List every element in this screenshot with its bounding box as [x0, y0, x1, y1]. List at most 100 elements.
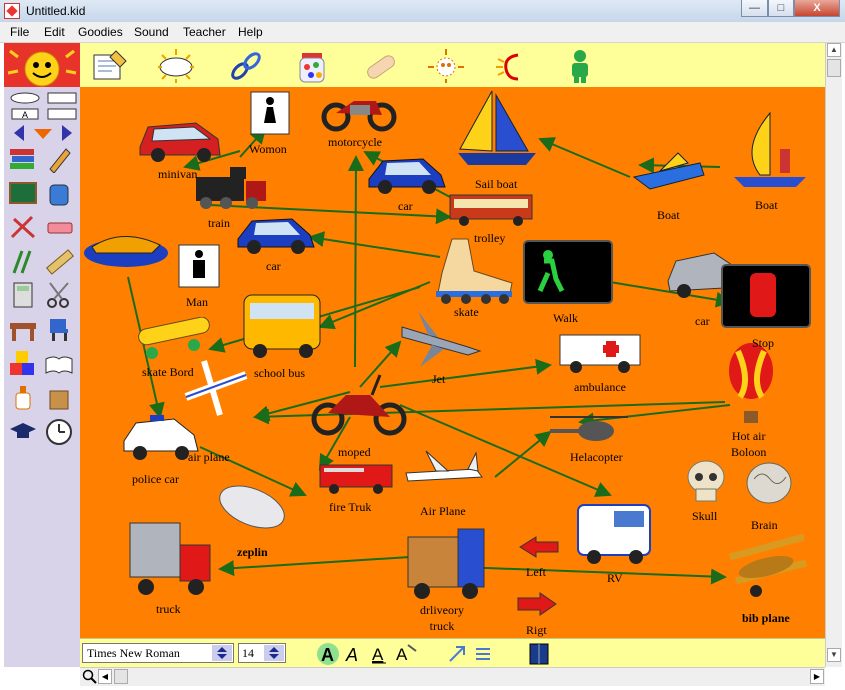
node-label-zeplin[interactable]: zeplin [237, 545, 268, 559]
node-label-minivan[interactable]: minivan [158, 167, 198, 181]
node-label-sail-boat[interactable]: Sail boat [475, 177, 518, 191]
close-button[interactable]: X [794, 0, 840, 17]
node-label-air-plane[interactable]: Air Plane [420, 504, 466, 518]
node-label-motorcycle[interactable]: motorcycle [328, 135, 382, 149]
glue-bottle-icon[interactable] [8, 383, 38, 411]
rv-icon[interactable] [574, 501, 656, 569]
bold-text-icon[interactable]: A [321, 645, 334, 665]
node-label-brain[interactable]: Brain [751, 518, 778, 532]
menu-sound[interactable]: Sound [134, 25, 169, 39]
face-icon[interactable] [426, 47, 466, 83]
police-car-icon[interactable] [120, 413, 202, 461]
car-mid-icon[interactable] [234, 213, 320, 257]
fire-truck-icon[interactable] [316, 461, 396, 495]
skull-icon[interactable] [684, 459, 728, 503]
backpack-icon[interactable] [44, 179, 74, 207]
link-line[interactable] [218, 556, 411, 577]
graduation-cap-icon[interactable] [8, 417, 38, 445]
link-line[interactable] [359, 340, 402, 388]
node-label-stop[interactable]: Stop [752, 336, 775, 350]
air-plane-icon[interactable] [402, 449, 486, 491]
arrow-style-icon[interactable] [449, 646, 465, 662]
scroll-thumb[interactable] [827, 59, 841, 77]
jet-icon[interactable] [398, 307, 484, 369]
desk-icon[interactable] [8, 315, 38, 343]
node-label-car-mid[interactable]: car [266, 259, 281, 273]
node-label-skate-bord[interactable]: skate Bord [142, 365, 194, 379]
stop-signal-icon[interactable] [720, 263, 812, 329]
menu-goodies[interactable]: Goodies [78, 25, 123, 39]
font-select[interactable]: Times New Roman [82, 643, 234, 663]
link-line[interactable] [459, 566, 727, 585]
link-line[interactable] [199, 446, 307, 497]
small-airplane-icon[interactable] [180, 357, 254, 419]
car-top-icon[interactable] [365, 153, 450, 197]
woman-sign-icon[interactable] [250, 91, 290, 135]
link-line[interactable] [183, 150, 241, 171]
eraser-icon[interactable] [44, 213, 74, 241]
chair-icon[interactable] [44, 315, 74, 343]
school-bus-icon[interactable] [240, 291, 326, 361]
node-label-hot-air-boloon[interactable]: Hot air Boloon [731, 429, 767, 459]
node-label-car-right[interactable]: car [695, 314, 710, 328]
ruler-icon[interactable] [44, 247, 74, 275]
kidspiration-logo[interactable] [4, 43, 80, 87]
node-label-helacopter[interactable]: Helacopter [570, 450, 623, 464]
node-label-police-car[interactable]: police car [132, 472, 179, 486]
bandage-icon[interactable] [360, 47, 400, 83]
link-line[interactable] [319, 416, 351, 471]
underline-text-icon[interactable]: A [372, 645, 384, 664]
node-label-boat-1[interactable]: Boat [657, 208, 680, 222]
helicopter-icon[interactable] [546, 413, 632, 449]
node-label-skate[interactable]: skate [454, 305, 479, 319]
minimize-button[interactable]: — [741, 0, 768, 17]
link-line[interactable] [638, 157, 721, 174]
font-stepper-icon[interactable] [212, 645, 232, 661]
motorcycle-icon[interactable] [320, 87, 400, 132]
maximize-button[interactable]: □ [768, 0, 794, 17]
zoom-icon[interactable] [82, 669, 98, 685]
color-swatch-icon[interactable] [528, 642, 550, 666]
boat-sail-icon[interactable] [730, 109, 810, 191]
node-label-rigt[interactable]: Rigt [526, 623, 547, 637]
menu-help[interactable]: Help [238, 25, 263, 39]
menu-edit[interactable]: Edit [44, 25, 65, 39]
man-sign-icon[interactable] [178, 244, 220, 288]
link-style-buttons[interactable] [446, 643, 496, 665]
books-icon[interactable] [8, 145, 38, 173]
line-style-icon[interactable] [476, 648, 490, 660]
paper-bag-icon[interactable] [44, 383, 74, 411]
node-label-truck[interactable]: truck [156, 602, 181, 616]
art-tools-icon[interactable] [8, 213, 38, 241]
node-label-fire-truk[interactable]: fire Truk [329, 500, 372, 514]
ellipse-shape-icon[interactable] [156, 47, 196, 83]
zeppelin-icon[interactable] [214, 483, 296, 539]
delivery-truck-icon[interactable] [404, 523, 488, 601]
menu-teacher[interactable]: Teacher [183, 25, 226, 39]
link-line[interactable] [253, 391, 351, 422]
pencil-icon[interactable] [44, 145, 74, 173]
calculator-icon[interactable] [8, 281, 38, 309]
horizontal-scrollbar[interactable]: ◀ ▶ [80, 667, 825, 686]
size-select[interactable]: 14 [238, 643, 286, 663]
node-label-school-bus[interactable]: school bus [254, 366, 305, 380]
speedboat-icon[interactable] [630, 145, 710, 195]
truck-icon[interactable] [126, 515, 216, 599]
futuristic-car-icon[interactable] [82, 221, 170, 271]
node-label-walk[interactable]: Walk [553, 311, 579, 325]
link-line[interactable] [347, 155, 364, 368]
open-book-icon[interactable] [44, 349, 74, 377]
text-tool-icon[interactable]: A [22, 110, 28, 120]
size-stepper-icon[interactable] [264, 645, 284, 661]
walk-signal-icon[interactable] [522, 239, 614, 305]
node-label-left[interactable]: Left [526, 565, 546, 579]
link-line[interactable] [578, 404, 731, 429]
h-scroll-thumb[interactable] [114, 669, 128, 684]
candy-jar-icon[interactable] [292, 47, 332, 83]
link-line[interactable] [379, 358, 552, 388]
ambulance-icon[interactable] [556, 331, 644, 377]
node-label-air-plane-left[interactable]: air plane [188, 450, 230, 464]
link-line[interactable] [494, 430, 552, 478]
biplane-icon[interactable] [726, 533, 812, 605]
text-color-icon[interactable]: A [396, 645, 408, 664]
